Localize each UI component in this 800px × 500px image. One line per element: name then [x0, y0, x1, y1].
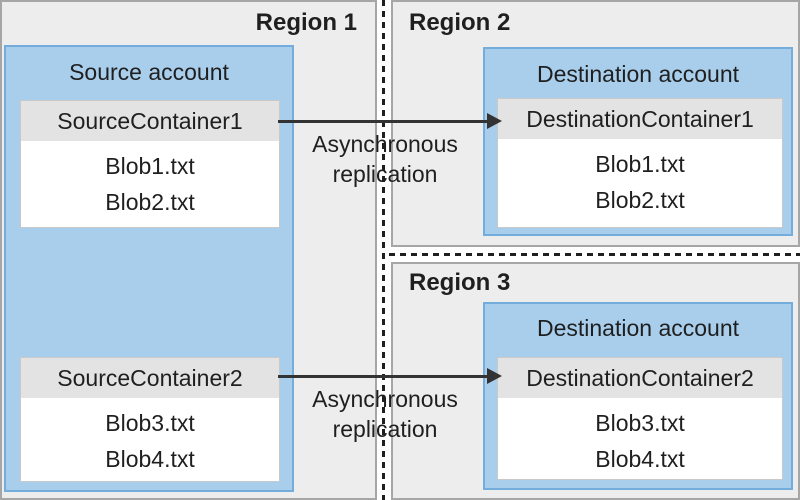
source-account-title: Source account [69, 59, 229, 85]
destination-container-2-blobs: Blob3.txt Blob4.txt [498, 398, 782, 477]
replication-arrow-1-label: Asynchronous replication [312, 131, 458, 187]
destination-container-1-blobs: Blob1.txt Blob2.txt [498, 139, 782, 218]
source-container-1: SourceContainer1 Blob1.txt Blob2.txt [20, 100, 280, 228]
source-container-1-blobs: Blob1.txt Blob2.txt [21, 141, 279, 220]
destination-account-2-title: Destination account [536, 61, 739, 87]
blob-item: Blob4.txt [105, 446, 195, 472]
destination-container-1-name: DestinationContainer1 [498, 99, 782, 139]
blob-item: Blob1.txt [595, 151, 685, 177]
region-divider-horizontal [389, 253, 800, 256]
replication-arrow-1-line [278, 120, 488, 123]
source-container-2: SourceContainer2 Blob3.txt Blob4.txt [20, 357, 280, 482]
region-1-label: Region 1 [255, 9, 357, 36]
replication-arrow-1-arrowhead-icon [487, 113, 502, 129]
region-3-label: Region 3 [409, 269, 511, 296]
blob-item: Blob2.txt [105, 189, 195, 215]
destination-container-1: DestinationContainer1 Blob1.txt Blob2.tx… [497, 98, 783, 228]
blob-item: Blob2.txt [595, 187, 685, 213]
source-container-2-name: SourceContainer2 [21, 358, 279, 398]
blob-item: Blob4.txt [595, 446, 685, 472]
blob-item: Blob3.txt [595, 410, 685, 436]
region-2-label: Region 2 [409, 9, 511, 36]
replication-arrow-2-arrowhead-icon [487, 368, 502, 384]
region-divider-vertical [382, 0, 385, 500]
source-container-1-name: SourceContainer1 [21, 101, 279, 141]
blob-item: Blob3.txt [105, 410, 195, 436]
replication-arrow-2-label: Asynchronous replication [312, 386, 458, 442]
blob-item: Blob1.txt [105, 153, 195, 179]
destination-account-3-title: Destination account [536, 315, 739, 341]
source-container-2-blobs: Blob3.txt Blob4.txt [21, 398, 279, 477]
replication-arrow-2-line [278, 375, 488, 378]
destination-container-2-name: DestinationContainer2 [498, 358, 782, 398]
destination-container-2: DestinationContainer2 Blob3.txt Blob4.tx… [497, 357, 783, 480]
